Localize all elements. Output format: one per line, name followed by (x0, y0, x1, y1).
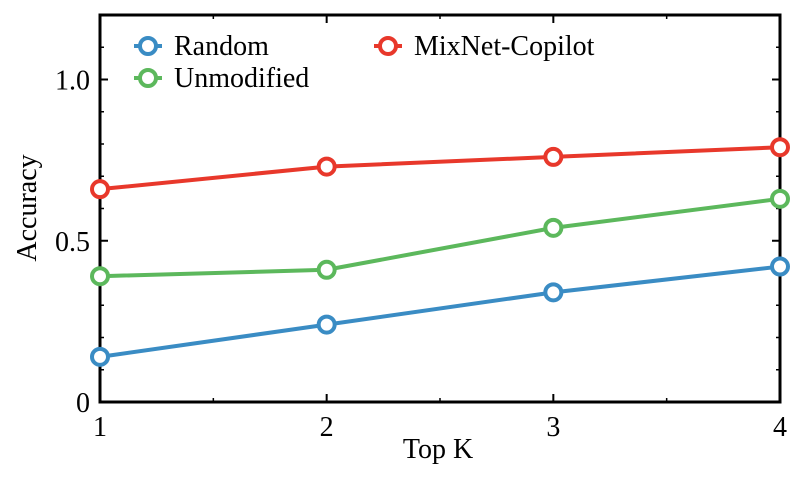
data-point-random (543, 282, 564, 303)
legend-item-unmodified: Unmodified (134, 63, 309, 94)
data-point-mixnet-copilot (316, 156, 337, 177)
y-tick-label: 0 (76, 388, 90, 419)
data-point-unmodified (90, 266, 110, 287)
x-tick-label: 2 (320, 412, 334, 443)
data-point-mixnet-copilot (770, 137, 790, 158)
data-point-unmodified (543, 217, 564, 238)
legend-swatch-marker (378, 36, 398, 56)
legend-item-mixnet-copilot: MixNet-Copilot (374, 31, 595, 62)
series-line-unmodified (99, 196, 781, 279)
series-unmodified (90, 188, 790, 287)
x-tick-label: 1 (93, 412, 107, 443)
legend-label: Random (174, 31, 269, 62)
legend-swatch-marker (138, 68, 158, 88)
data-point-unmodified (770, 188, 790, 209)
legend-item-random: Random (134, 31, 269, 62)
axes: 1 2 3 4 0 0.5 1.0 (55, 13, 787, 443)
data-point-random (316, 314, 337, 335)
series-line-mixnet-copilot (99, 145, 781, 192)
series-line-random (99, 264, 781, 359)
legend-swatch-marker (138, 36, 158, 56)
data-point-random (90, 346, 110, 367)
legend-label: Unmodified (174, 63, 309, 94)
data-point-random (770, 256, 790, 277)
series-layer (90, 137, 790, 367)
data-point-mixnet-copilot (543, 146, 564, 167)
y-axis-label: Accuracy (12, 154, 43, 261)
x-axis-label: Top K (403, 434, 473, 465)
y-tick-label: 1.0 (55, 66, 90, 97)
series-mixnet-copilot (90, 137, 790, 200)
data-point-mixnet-copilot (90, 179, 110, 200)
y-tick-label: 0.5 (55, 227, 90, 258)
x-tick-label: 4 (773, 412, 787, 443)
series-random (90, 256, 790, 367)
data-point-unmodified (316, 259, 337, 280)
legend-label: MixNet-Copilot (414, 31, 595, 62)
x-tick-label: 3 (546, 412, 560, 443)
